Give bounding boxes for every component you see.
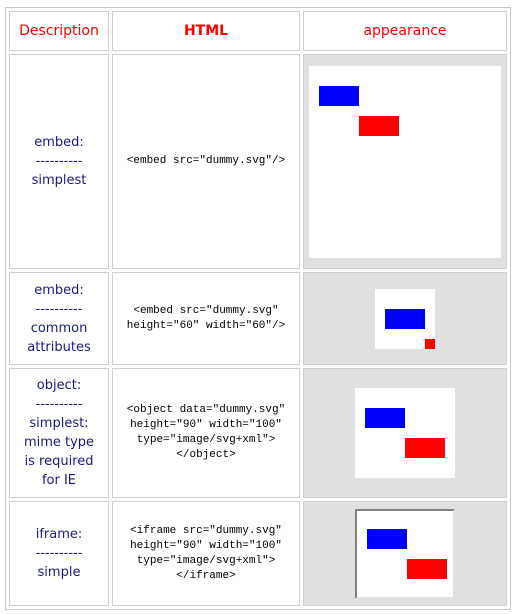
code-line: height="60" width="60"/>	[126, 319, 286, 332]
description-cell: object: ---------- simplest: mime type i…	[9, 368, 109, 498]
blue-rectangle	[365, 408, 405, 428]
comparison-table: Description HTML appearance embed: -----…	[5, 7, 511, 610]
code-line: type="image/svg+xml">	[136, 554, 276, 567]
red-rectangle	[407, 558, 447, 579]
description-line: object:	[36, 378, 82, 393]
description-line: attributes	[27, 339, 91, 355]
description-line: common	[30, 320, 88, 336]
svg-object-preview	[355, 388, 455, 478]
html-code-cell: <iframe src="dummy.svg" height="90" widt…	[112, 501, 300, 606]
description-line: for IE	[41, 473, 77, 488]
header-html: HTML	[112, 11, 300, 51]
appearance-cell	[303, 501, 507, 606]
html-code-cell: <embed src="dummy.svg" height="60" width…	[112, 272, 300, 365]
code-line: <object data="dummy.svg"	[126, 404, 286, 416]
blue-rectangle	[367, 528, 407, 549]
header-appearance: appearance	[303, 11, 507, 51]
description-line: simplest	[31, 173, 87, 188]
description-cell: embed: ---------- simplest	[9, 54, 109, 269]
code-line: type="image/svg+xml">	[136, 434, 276, 446]
svg-iframe-preview[interactable]	[355, 508, 455, 599]
description-line: simplest:	[29, 416, 89, 431]
description-line: ----------	[35, 546, 83, 561]
blue-rectangle	[319, 85, 359, 106]
code-line: height="90" width="100"	[130, 539, 282, 552]
description-line: ----------	[35, 301, 83, 317]
code-line: </iframe>	[176, 569, 236, 582]
table-row: embed: ---------- common attributes <emb…	[9, 272, 507, 365]
description-line: simple	[37, 565, 81, 580]
code-line: <embed src="dummy.svg"/>	[126, 155, 286, 167]
code-line: <iframe src="dummy.svg"	[130, 524, 282, 537]
code-line: </object>	[176, 449, 236, 461]
description-cell: embed: ---------- common attributes	[9, 272, 109, 365]
description-line: ----------	[35, 154, 83, 169]
red-rectangle	[425, 338, 435, 349]
table-row: iframe: ---------- simple <iframe src="d…	[9, 501, 507, 606]
code-line: <embed src="dummy.svg"	[133, 304, 279, 317]
table-row: embed: ---------- simplest <embed src="d…	[9, 54, 507, 269]
header-description: Description	[9, 11, 109, 51]
html-code-cell: <object data="dummy.svg" height="90" wid…	[112, 368, 300, 498]
description-line: embed:	[34, 135, 84, 150]
appearance-cell	[303, 368, 507, 498]
code-line: height="90" width="100"	[130, 419, 282, 431]
svg-embed-preview	[375, 288, 435, 349]
description-line: mime type	[23, 435, 95, 450]
svg-embed-preview	[309, 65, 501, 258]
blue-rectangle	[385, 308, 425, 329]
red-rectangle	[405, 438, 445, 458]
description-line: embed:	[34, 282, 84, 298]
appearance-cell	[303, 54, 507, 269]
description-line: iframe:	[35, 527, 83, 542]
html-code-cell: <embed src="dummy.svg"/>	[112, 54, 300, 269]
description-cell: iframe: ---------- simple	[9, 501, 109, 606]
table-row: object: ---------- simplest: mime type i…	[9, 368, 507, 498]
appearance-cell	[303, 272, 507, 365]
description-line: is required	[24, 454, 94, 469]
red-rectangle	[359, 115, 399, 136]
header-row: Description HTML appearance	[9, 11, 507, 51]
description-line: ----------	[35, 397, 83, 412]
